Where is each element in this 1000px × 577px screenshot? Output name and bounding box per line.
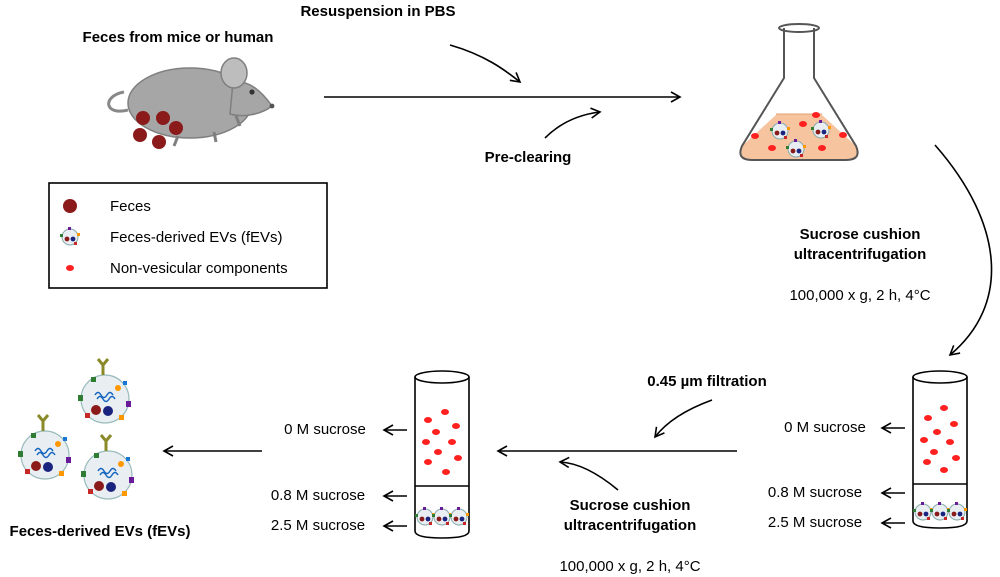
tube-left-layer-0m: 0 M sucrose [284,421,366,438]
step2-arrow [558,456,619,491]
flask-to-tube-arrow [934,144,993,357]
flask-icon [739,23,859,161]
tube-left-layer-08m: 0.8 M sucrose [271,487,365,504]
tube-left [414,370,470,539]
filtration-label: 0.45 µm filtration [647,373,767,390]
step1-title-line2: ultracentrifugation [794,246,927,263]
step1-params: 100,000 x g, 2 h, 4°C [789,287,930,304]
legend-item-non-vesicular: Non-vesicular components [110,260,288,277]
step2-params: 100,000 x g, 2 h, 4°C [559,558,700,575]
step2-title-line2: ultracentrifugation [564,517,697,534]
legend-item-fevs: Feces-derived EVs (fEVs) [110,229,283,246]
feces-dot-icon [63,199,77,213]
source-label: Feces from mice or human [83,29,274,46]
step2-title-line1: Sucrose cushion [570,497,691,514]
filtration-arrow [653,399,713,439]
result-label: Feces-derived EVs (fEVs) [10,523,191,540]
feces-cluster [133,111,183,149]
tube-right [912,370,968,529]
legend-box [48,182,328,289]
preclearing-arrow [544,107,602,139]
fevs-cluster [16,357,136,501]
resuspension-arrow [449,44,522,84]
non-vesicular-dot-icon [66,265,74,271]
step1-title-line1: Sucrose cushion [800,226,921,243]
preclearing-label: Pre-clearing [485,149,572,166]
tube-left-layer-25m: 2.5 M sucrose [271,517,365,534]
legend-item-feces: Feces [110,198,151,215]
resuspension-label: Resuspension in PBS [300,3,455,20]
tube-right-layer-08m: 0.8 M sucrose [768,484,862,501]
tube-right-layer-25m: 2.5 M sucrose [768,514,862,531]
tube-right-layer-0m: 0 M sucrose [784,419,866,436]
